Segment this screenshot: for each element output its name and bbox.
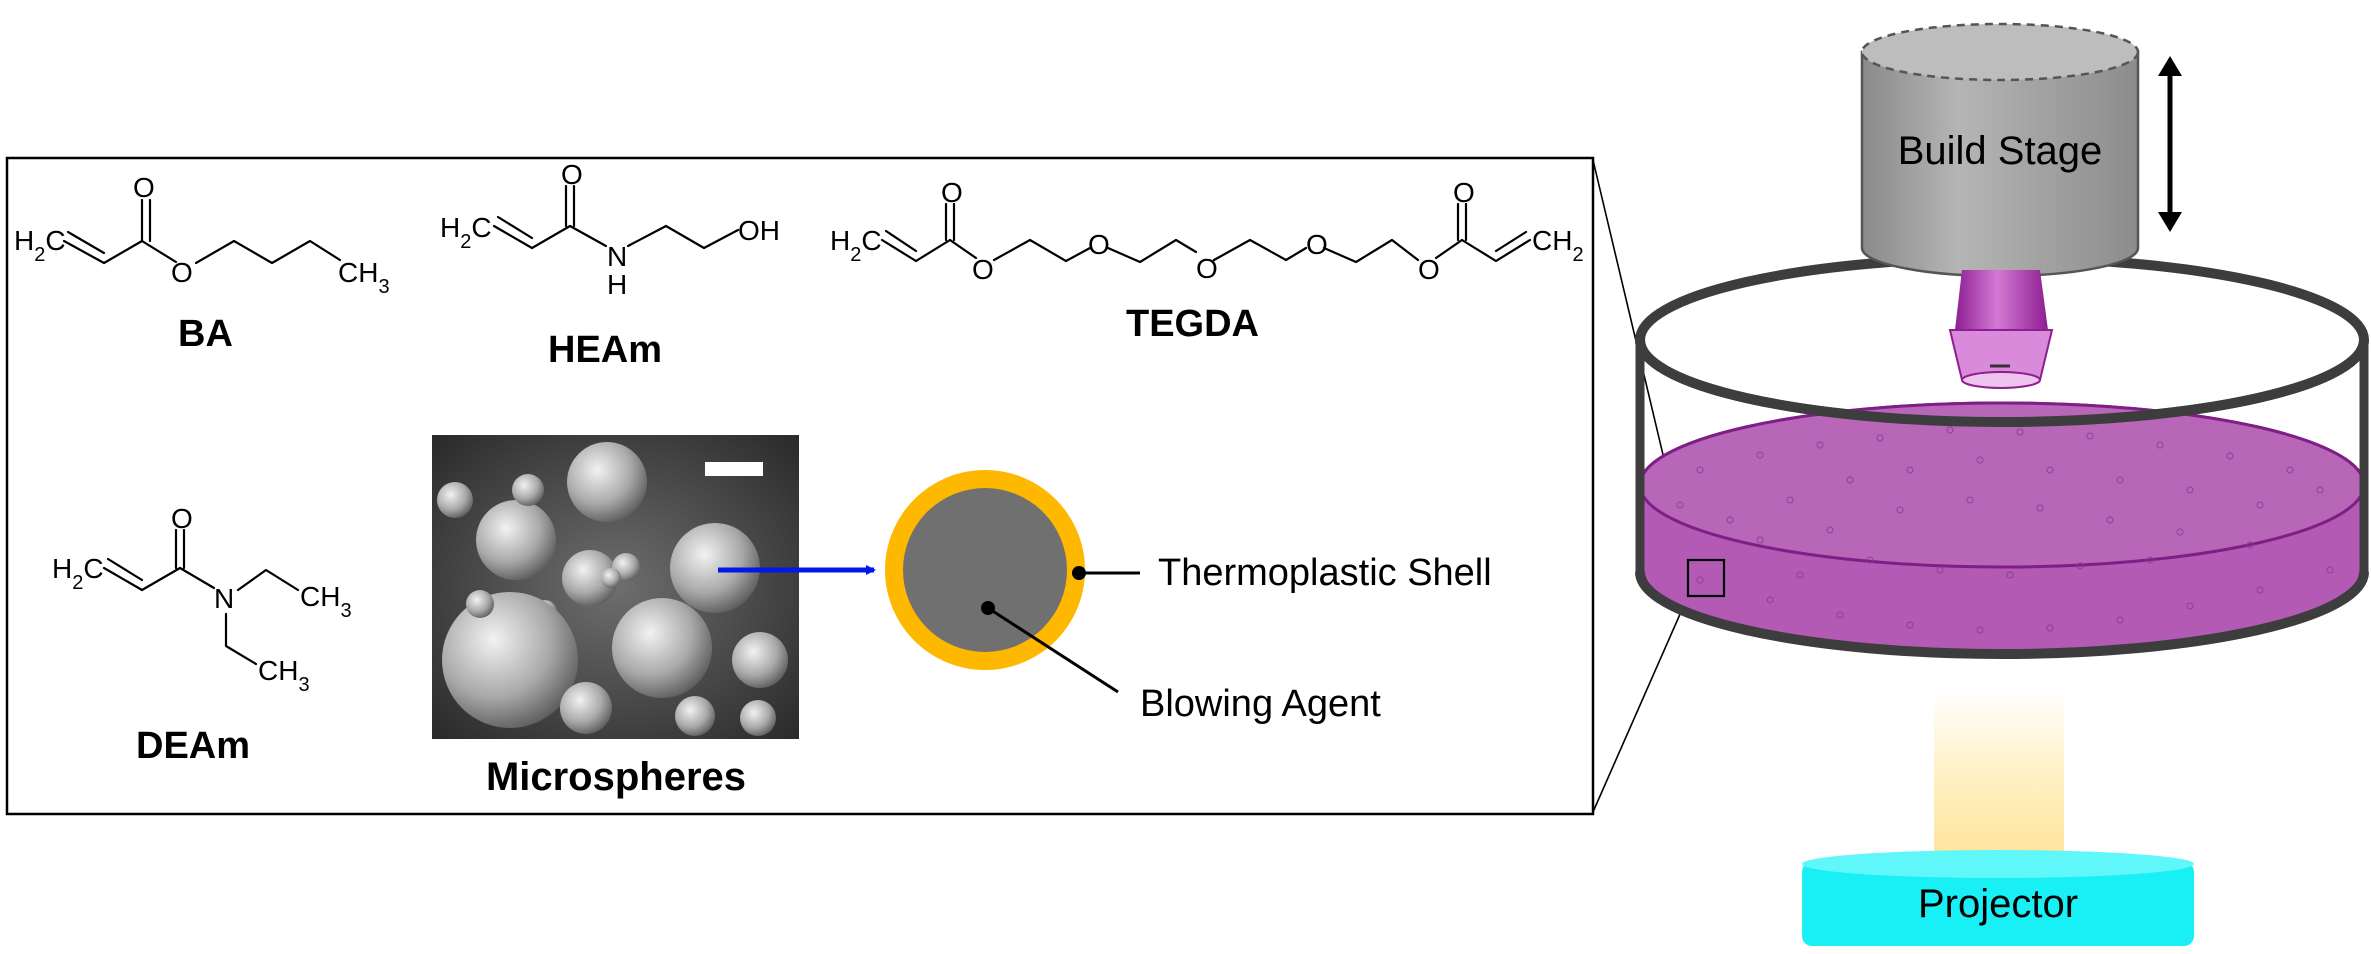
tegda-carbonyl-left: O	[941, 177, 963, 208]
projector-label: Projector	[1918, 882, 2078, 926]
vat-front-rim	[1635, 339, 2369, 427]
svg-text:O: O	[171, 257, 193, 288]
printed-part	[1948, 270, 2054, 389]
microspheres-label: Microspheres	[486, 755, 746, 799]
svg-text:N: N	[607, 241, 627, 272]
svg-text:H: H	[607, 269, 627, 300]
monomer-name-ba: BA	[178, 313, 233, 355]
molecule-heam: H2C O N H OH HEAm	[440, 159, 780, 371]
monomer-name-deam: DEAm	[136, 725, 250, 767]
svg-text:O: O	[561, 159, 583, 190]
svg-text:O: O	[1306, 229, 1328, 260]
svg-text:O: O	[1088, 229, 1110, 260]
build-stage-label: Build Stage	[1898, 129, 2103, 173]
svg-text:H2C: H2C	[830, 225, 882, 266]
monomer-name-tegda: TEGDA	[1126, 303, 1259, 345]
svg-text:H2C: H2C	[440, 212, 492, 253]
svg-text:H2C: H2C	[52, 553, 104, 594]
blowing-agent-label: Blowing Agent	[1140, 683, 1381, 725]
svg-text:O: O	[1196, 253, 1218, 284]
svg-text:CH2: CH2	[1532, 225, 1584, 266]
svg-text:CH3: CH3	[300, 581, 352, 622]
zoom-line-bottom	[1592, 595, 1689, 813]
molecule-ba: H2C O O CH3 BA	[14, 172, 390, 355]
svg-text:CH3: CH3	[258, 655, 310, 696]
svg-text:O: O	[972, 254, 994, 285]
svg-text:O: O	[133, 172, 155, 203]
vat-bottom-rim	[1635, 571, 2369, 659]
resin-surface	[1638, 401, 2366, 569]
tegda-carbonyl-right: O	[1453, 177, 1475, 208]
blowing-agent-core	[903, 488, 1067, 652]
molecule-deam: H2C O N CH3 CH3 DEAm	[52, 503, 352, 767]
svg-text:H2C: H2C	[14, 225, 66, 266]
resin-particles	[1676, 426, 2334, 634]
light-beam	[1934, 690, 2064, 860]
svg-text:O: O	[171, 503, 193, 534]
svg-text:CH3: CH3	[338, 257, 390, 298]
inset-frame	[5, 156, 1595, 816]
svg-text:O: O	[1418, 254, 1440, 285]
scale-bar	[705, 462, 763, 476]
zoom-source-box	[1686, 558, 1726, 598]
stage-motion-arrow	[2158, 56, 2182, 232]
monomer-name-heam: HEAm	[548, 329, 662, 371]
molecule-tegda: H2C O O O O O O O CH2 TEGDA	[830, 177, 1584, 345]
microsphere-schematic	[885, 470, 1140, 694]
svg-text:N: N	[214, 583, 234, 614]
sem-micrograph	[432, 435, 799, 739]
projector	[1802, 850, 2194, 946]
thermoplastic-shell-label: Thermoplastic Shell	[1158, 552, 1492, 594]
svg-text:OH: OH	[738, 215, 780, 246]
